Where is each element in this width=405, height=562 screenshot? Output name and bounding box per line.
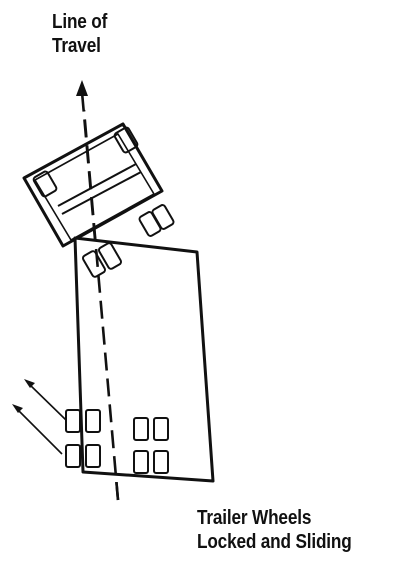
tractor-frame-rail-top bbox=[57, 163, 137, 207]
trailer-wheels-label-line-2: Locked and Sliding bbox=[197, 531, 352, 553]
trailer-wheel-right-2 bbox=[153, 417, 169, 441]
line-of-travel-dashed-line-overlay bbox=[82, 109, 120, 501]
trailer-wheel-left-4 bbox=[85, 444, 101, 468]
sliding-arrows bbox=[12, 379, 67, 455]
line-of-travel-label-line-2: Travel bbox=[52, 35, 101, 57]
tractor-drive-wheel-1 bbox=[82, 250, 106, 278]
tractor-front-wheel-right bbox=[113, 126, 139, 154]
tractor-cab-inner-outline bbox=[34, 133, 155, 241]
line-of-travel-label-line-1: Line of bbox=[52, 11, 108, 33]
tractor-frame-rail-bottom bbox=[61, 171, 142, 215]
trailer-wheels-label: Trailer Wheels Locked and Sliding bbox=[197, 506, 352, 554]
sliding-arrow-upper-shaft bbox=[27, 382, 67, 421]
tractor-unit bbox=[22, 122, 175, 248]
trailer-wheels-label-line-1: Trailer Wheels bbox=[197, 507, 312, 529]
trailer-wheel-left-2 bbox=[85, 409, 101, 433]
sliding-arrow-lower-shaft bbox=[15, 407, 63, 455]
trailer-wheel-left-3 bbox=[65, 444, 81, 468]
tractor-rear-wheel-2 bbox=[151, 204, 175, 230]
trailer-wheel-right-3 bbox=[133, 450, 149, 474]
trailer-wheel-right-4 bbox=[153, 450, 169, 474]
line-of-travel-arrowhead bbox=[76, 80, 88, 96]
tractor-front-wheel-left bbox=[32, 170, 58, 198]
line-of-travel-label: Line of Travel bbox=[52, 10, 107, 58]
trailer bbox=[65, 236, 215, 483]
sliding-arrow-upper-head bbox=[24, 379, 35, 388]
trailer-outline bbox=[73, 236, 215, 483]
sliding-arrow-lower-head bbox=[12, 404, 23, 413]
tractor-drive-wheel-2 bbox=[98, 242, 122, 270]
trailer-wheel-left-1 bbox=[65, 409, 81, 433]
trailer-wheel-right-1 bbox=[133, 417, 149, 441]
tractor-cab-outline bbox=[22, 122, 164, 248]
